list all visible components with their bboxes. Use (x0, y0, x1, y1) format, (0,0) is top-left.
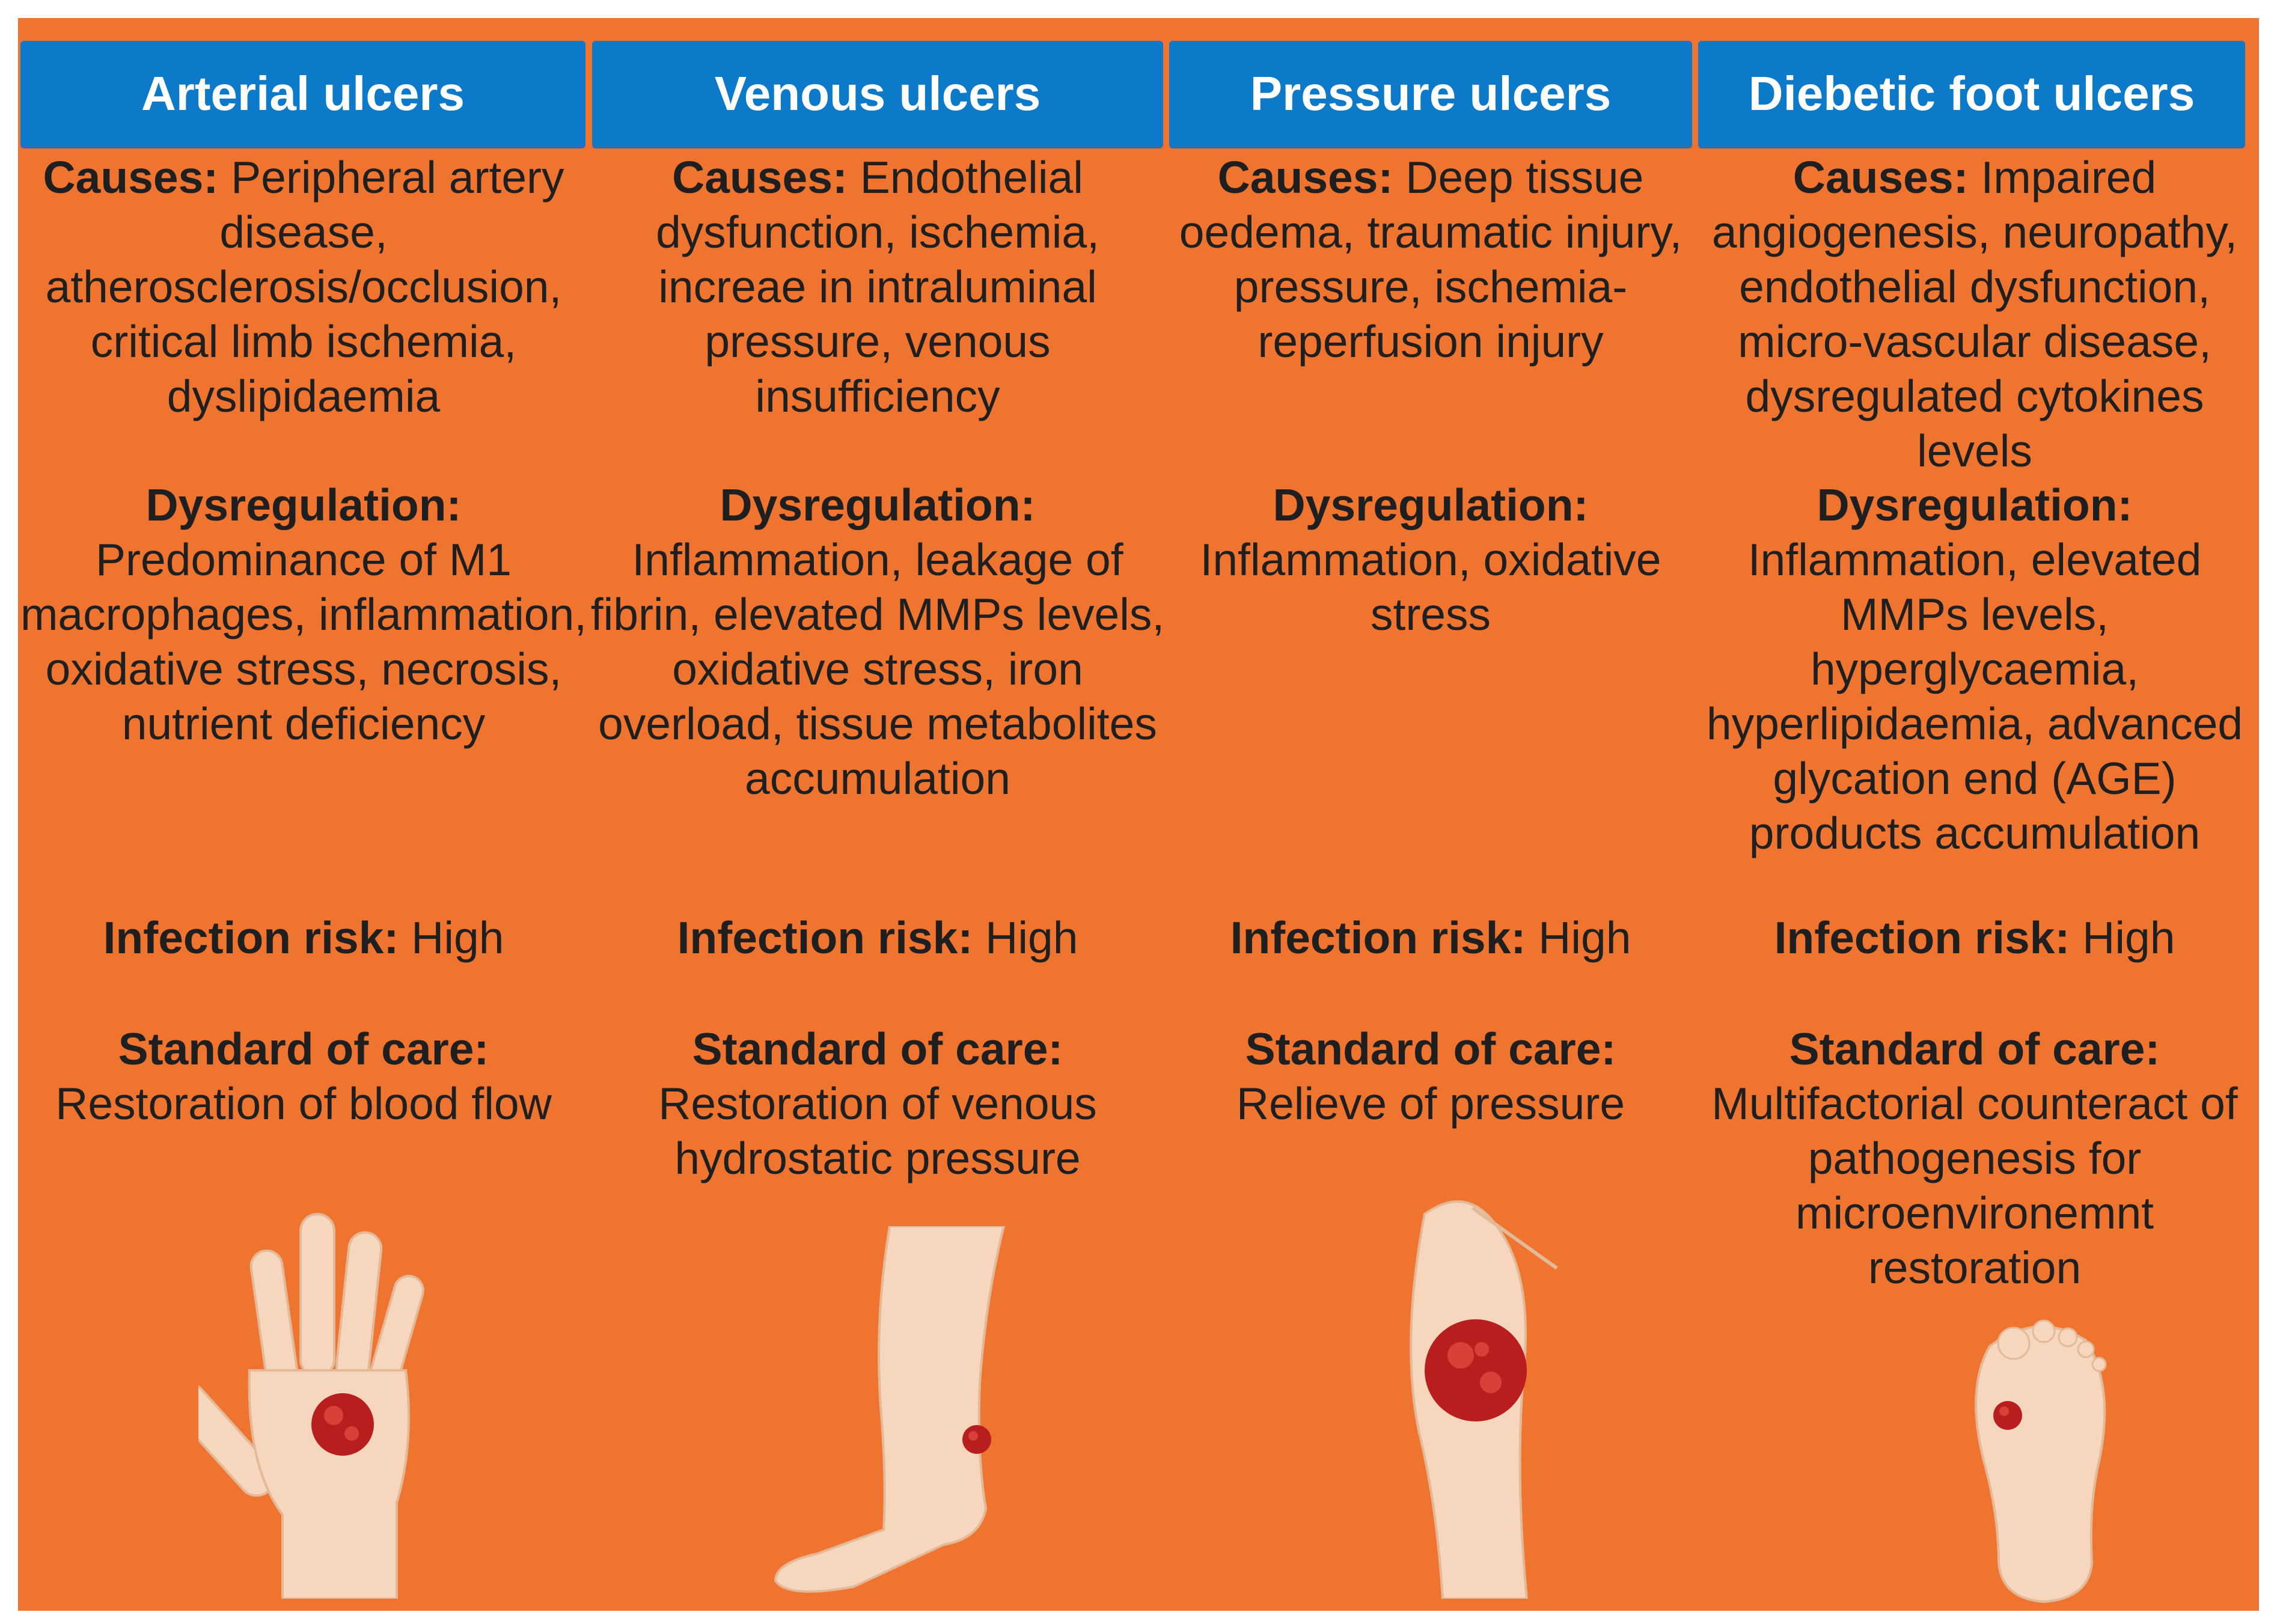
care-block: Standard of care: Multifactorial counter… (1695, 1022, 2254, 1295)
care-label: Standard of care: (118, 1024, 489, 1074)
diagram-panel: Arterial ulcers Causes: Peripheral arter… (18, 18, 2259, 1611)
infection-block: Infection risk: High (18, 911, 589, 965)
foot-sole-illustration (1975, 1319, 2107, 1604)
dysregulation-text: Inflammation, elevated MMPs levels, hype… (1706, 534, 2243, 858)
header-diabetic-foot: Diebetic foot ulcers (1698, 41, 2245, 146)
care-label: Standard of care: (692, 1024, 1063, 1074)
infection-value: High (411, 912, 504, 963)
dysregulation-text: Inflammation, leakage of fibrin, elevate… (590, 534, 1165, 804)
infection-label: Infection risk: (1774, 912, 2070, 963)
dysregulation-block: Dysregulation: Predominance of M1 macrop… (18, 478, 589, 751)
dysregulation-label: Dysregulation: (1817, 480, 2133, 530)
care-text: Restoration of blood flow (55, 1078, 552, 1129)
care-label: Standard of care: (1245, 1024, 1616, 1074)
causes-block: Causes: Peripheral artery disease, ather… (18, 150, 589, 424)
care-text: Multifactorial counteract of pathogenesi… (1711, 1078, 2238, 1293)
care-block: Standard of care: Relieve of pressure (1166, 1022, 1695, 1131)
infection-value: High (2082, 912, 2175, 963)
infection-block: Infection risk: High (1695, 911, 2254, 965)
infection-value: High (985, 912, 1078, 963)
header-pressure: Pressure ulcers (1169, 41, 1692, 146)
care-text: Restoration of venous hydrostatic pressu… (658, 1078, 1097, 1183)
causes-text: Deep tissue oedema, traumatic injury, pr… (1179, 152, 1683, 367)
dysregulation-label: Dysregulation: (720, 480, 1036, 530)
care-block: Standard of care: Restoration of blood f… (18, 1022, 589, 1131)
infection-label: Infection risk: (1230, 912, 1526, 963)
causes-label: Causes: (672, 152, 848, 203)
causes-label: Causes: (43, 152, 219, 203)
care-block: Standard of care: Restoration of venous … (589, 1022, 1166, 1186)
dysregulation-label: Dysregulation: (1273, 480, 1589, 530)
dysregulation-block: Dysregulation: Inflammation, elevated MM… (1695, 478, 2254, 861)
dysregulation-block: Dysregulation: Inflammation, oxidative s… (1166, 478, 1695, 642)
hand-illustration (198, 1213, 424, 1599)
causes-label: Causes: (1793, 152, 1969, 203)
header-venous: Venous ulcers (592, 41, 1163, 146)
header-arterial: Arterial ulcers (20, 41, 585, 146)
causes-block: Causes: Endothelial dysfunction, ischemi… (589, 150, 1166, 424)
care-text: Relieve of pressure (1236, 1078, 1625, 1129)
causes-label: Causes: (1217, 152, 1393, 203)
causes-text: Peripheral artery disease, atheroscleros… (45, 152, 564, 421)
dysregulation-block: Dysregulation: Inflammation, leakage of … (589, 478, 1166, 806)
dysregulation-text: Inflammation, oxidative stress (1200, 534, 1661, 640)
causes-text: Impaired angiogenesis, neuropathy, endot… (1711, 152, 2238, 476)
infection-label: Infection risk: (677, 912, 973, 963)
infection-value: High (1538, 912, 1631, 963)
care-label: Standard of care: (1789, 1024, 2160, 1074)
dysregulation-label: Dysregulation: (145, 480, 462, 530)
causes-text: Endothelial dysfunction, ischemia, incre… (656, 152, 1099, 421)
infection-label: Infection risk: (103, 912, 399, 963)
dysregulation-text: Predominance of M1 macrophages, inflamma… (20, 534, 587, 749)
causes-block: Causes: Deep tissue oedema, traumatic in… (1166, 150, 1695, 369)
infection-block: Infection risk: High (1166, 911, 1695, 965)
leg-illustration (774, 1226, 1006, 1593)
infection-block: Infection risk: High (589, 911, 1166, 965)
pressure-limb-illustration (1410, 1200, 1558, 1599)
causes-block: Causes: Impaired angiogenesis, neuropath… (1695, 150, 2254, 478)
